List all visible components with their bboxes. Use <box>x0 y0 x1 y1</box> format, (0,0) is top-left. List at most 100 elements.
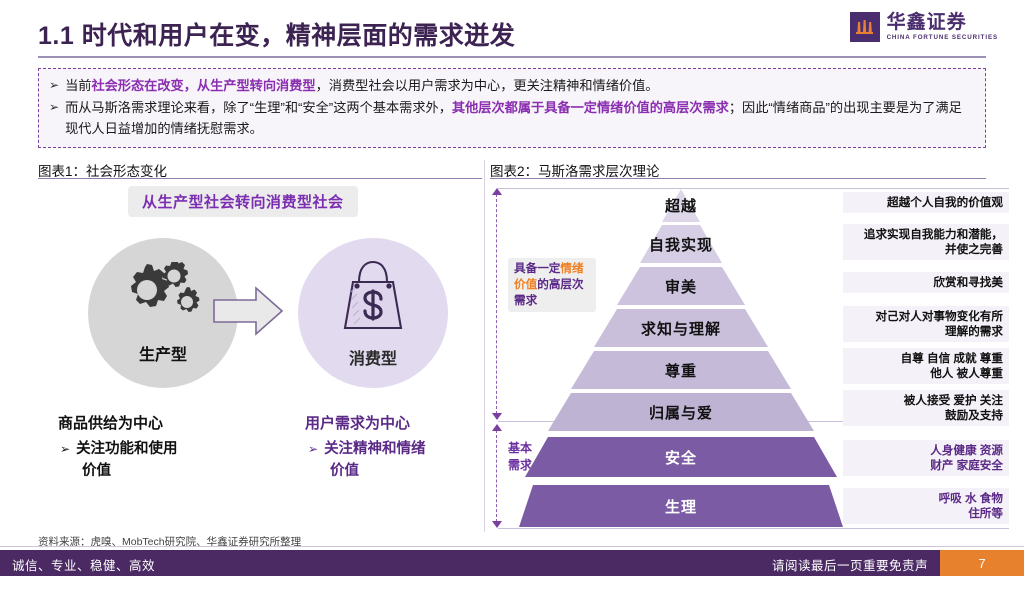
pyramid-desc-3-line1: 对己对人对事物变化有所 <box>875 310 1003 323</box>
pyramid-level-3-label: 求知与理解 <box>640 320 721 338</box>
key-points-callout: ➢ 当前社会形态在改变，从生产型转向消费型，消费型社会以用户需求为中心，更关注精… <box>38 68 986 148</box>
right-bullet-line-2: 价值 <box>330 463 359 479</box>
c1-highlight: 社会形态在改变，从生产型转向消费型 <box>91 78 316 93</box>
grp-basic-line1: 基本 <box>508 441 533 455</box>
pyramid-desc-4: 自尊 自信 成就 尊重 他人 被人尊重 <box>843 348 1009 384</box>
grp-high-post: 的高层次需求 <box>514 278 584 307</box>
level-shape <box>594 309 768 347</box>
callout-bullet-2-text: 而从马斯洛需求理论来看，除了“生理”和“安全”这两个基本需求外，其他层次都属于具… <box>65 97 973 139</box>
consumption-society-circle: 消费型 <box>298 238 448 388</box>
pyramid-level-6-label: 安全 <box>664 449 697 467</box>
pyramid-desc-1-line1: 追求实现自我能力和潜能， <box>863 228 1003 241</box>
pyramid-desc-5: 被人接受 爱护 关注 鼓励及支持 <box>843 390 1009 426</box>
axis-arrow-down-icon <box>492 521 502 528</box>
pyramid-level-3: 求知与理解 <box>519 308 843 348</box>
high-needs-group-label: 具备一定情绪价值的高层次需求 <box>508 258 596 312</box>
pyramid-desc-6-line1: 人身健康 资源 <box>930 444 1003 457</box>
bullet-marker-icon: ➢ <box>49 100 60 114</box>
callout-bullet-1-text: 当前社会形态在改变，从生产型转向消费型，消费型社会以用户需求为中心，更关注精神和… <box>65 75 973 96</box>
pyramid-desc-1-line2: 并使之完善 <box>945 243 1003 256</box>
pyramid-desc-5-line2: 鼓励及支持 <box>945 409 1003 422</box>
gears-icon <box>117 258 209 337</box>
production-society-circle: 生产型 <box>88 238 238 388</box>
pyramid-level-0: 超越 <box>519 188 843 223</box>
pyramid-desc-7: 呼吸 水 食物 住所等 <box>843 488 1009 524</box>
footer-slogan: 诚信、专业、稳健、高效 <box>12 559 156 573</box>
exhibit-1-header: 图表1：社会形态变化 <box>38 164 168 179</box>
right-bullet-line-1: 关注精神和情绪 <box>324 441 426 457</box>
pyramid-desc-4-line2: 他人 被人尊重 <box>930 367 1003 380</box>
level-shape <box>519 485 843 527</box>
pyramid-level-4: 尊重 <box>519 350 843 390</box>
left-bullet-line-1: 关注功能和使用 <box>76 441 178 457</box>
left-column-heading: 商品供给为中心 <box>58 415 164 432</box>
pyramid-desc-3-line2: 理解的需求 <box>945 325 1003 338</box>
pyramid-level-5: 归属与爱 <box>519 392 843 432</box>
company-logo: 华鑫证券 CHINA FORTUNE SECURITIES <box>849 11 998 42</box>
pyramid-level-7-label: 生理 <box>664 498 697 516</box>
pyramid-level-7: 生理 <box>519 484 843 528</box>
basic-needs-axis <box>491 424 503 528</box>
pyramid-desc-6-line2: 财产 家庭安全 <box>930 459 1003 472</box>
pyramid-desc-1: 追求实现自我能力和潜能， 并使之完善 <box>843 224 1009 260</box>
footer-divider <box>0 546 1024 547</box>
pyramid-level-1: 自我实现 <box>519 224 843 264</box>
axis-arrow-up-icon <box>492 424 502 431</box>
slide: 1.1 时代和用户在变，精神层面的需求迸发 华鑫证券 CHINA FORTUNE… <box>0 11 1024 576</box>
exhibit-1-header-rule <box>38 178 482 180</box>
c2-highlight-2: 求 <box>715 100 729 115</box>
left-bullet-line-2: 价值 <box>82 463 111 479</box>
left-column-bullet: ➢关注功能和使用 价值 <box>60 438 250 482</box>
pyramid-desc-5-line1: 被人接受 爱护 关注 <box>903 394 1003 407</box>
logo-english-name: CHINA FORTUNE SECURITIES <box>886 33 998 41</box>
page-title: 1.1 时代和用户在变，精神层面的需求迸发 <box>38 22 516 50</box>
pyramid-desc-6: 人身健康 资源 财产 家庭安全 <box>843 440 1009 476</box>
grp-high-hl: 情绪价 <box>514 262 584 291</box>
axis-tick-top <box>498 188 1009 189</box>
transition-chip: 从生产型社会转向消费型社会 <box>128 186 358 217</box>
grp-high-pre: 具备一定 <box>514 262 561 275</box>
pyramid-level-1-label: 自我实现 <box>648 236 713 254</box>
exhibit-2-header-rule <box>490 178 986 180</box>
pyramid-level-5-label: 归属与爱 <box>648 404 713 422</box>
footer-disclaimer: 请阅读最后一页重要免责声明 <box>771 559 928 592</box>
pyramid-desc-4-line1: 自尊 自信 成就 尊重 <box>900 352 1003 365</box>
level-shape <box>662 189 700 222</box>
production-society-label: 生产型 <box>138 346 187 364</box>
pyramid-level-6: 安全 <box>519 436 843 478</box>
grp-high-hl2: 值 <box>525 278 538 291</box>
bullet-marker-icon: ➢ <box>308 442 319 456</box>
right-column-heading: 用户需求为中心 <box>305 415 411 432</box>
pyramid-desc-0-line1: 超越个人自我的价值观 <box>887 196 1003 209</box>
pyramid-desc-7-line2: 住所等 <box>968 507 1003 520</box>
right-column-bullet: ➢ 关注精神和情绪 价值 <box>308 438 498 482</box>
pyramid-desc-2: 欣赏和寻找美 <box>843 272 1009 293</box>
maslow-pyramid: 超越 自我实现 审美 求知与理解 尊重 <box>519 188 843 528</box>
axis-tick-bottom <box>498 528 1009 529</box>
basic-needs-group-label: 基本 需求 <box>508 440 532 474</box>
exhibit-2-header: 图表2：马斯洛需求层次理论 <box>490 164 660 179</box>
consumption-society-label: 消费型 <box>348 350 397 368</box>
c1-pre: 当前 <box>65 78 92 93</box>
grp-basic-line2: 需求 <box>508 458 533 472</box>
c2-highlight: 其他层次都属于具备一定情绪价值的高层次需 <box>451 100 716 115</box>
pyramid-desc-3: 对己对人对事物变化有所 理解的需求 <box>843 306 1009 342</box>
panel-divider <box>484 160 485 532</box>
title-divider <box>38 56 986 58</box>
level-shape <box>617 267 745 305</box>
bullet-marker-icon: ➢ <box>49 78 60 92</box>
axis-arrow-down-icon <box>492 413 502 420</box>
pyramid-level-2: 审美 <box>519 266 843 306</box>
pyramid-level-0-label: 超越 <box>664 198 697 215</box>
pyramid-desc-2-line1: 欣赏和寻找美 <box>933 276 1003 289</box>
c1-post: ，消费型社会以用户需求为中心，更关注精神和情绪价值。 <box>315 78 659 93</box>
pyramid-level-2-label: 审美 <box>664 278 697 296</box>
shopping-bag-icon <box>333 258 413 341</box>
logo-mark-icon <box>849 12 880 42</box>
logo-chinese-name: 华鑫证券 <box>886 11 967 33</box>
axis-arrow-up-icon <box>492 188 502 195</box>
level-shape <box>525 437 837 477</box>
pyramid-level-4-label: 尊重 <box>664 362 697 380</box>
level-shape <box>640 225 722 263</box>
transition-arrow-icon <box>212 285 284 342</box>
